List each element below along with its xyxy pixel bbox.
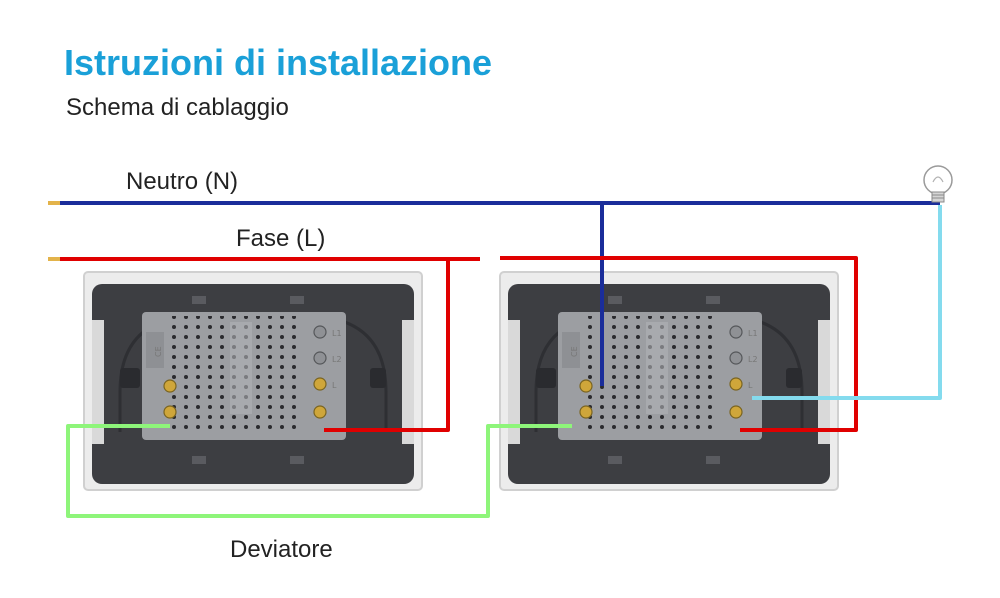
- terminal-label-l2: L2: [332, 355, 342, 364]
- terminal-label-l2: L2: [748, 355, 758, 364]
- lamp-wire: [752, 205, 942, 400]
- phase-wire: [48, 257, 480, 432]
- switch-unit-2: CE L1 L2 L: [498, 270, 840, 492]
- page-subtitle: Schema di cablaggio: [66, 94, 289, 121]
- terminal-label-l1: L1: [748, 329, 758, 338]
- switch-unit-1: CE L1 L2 L: [82, 270, 424, 492]
- phase-label: Fase (L): [236, 225, 325, 252]
- lamp-icon: [923, 165, 953, 203]
- ce-mark-icon: CE: [570, 346, 579, 357]
- ce-mark-icon: CE: [154, 346, 163, 357]
- page-title: Istruzioni di installazione: [64, 42, 493, 83]
- switch-common-wire: [500, 256, 858, 432]
- svg-text:CE: CE: [570, 346, 579, 357]
- traveler-label: Deviatore: [230, 536, 333, 563]
- terminal-label-l1: L1: [332, 329, 342, 338]
- neutral-label: Neutro (N): [126, 168, 238, 195]
- terminal-label-l: L: [748, 381, 753, 390]
- svg-text:CE: CE: [154, 346, 163, 357]
- traveler-wire: [66, 424, 572, 518]
- neutral-wire: [48, 201, 940, 386]
- terminal-label-l: L: [332, 381, 337, 390]
